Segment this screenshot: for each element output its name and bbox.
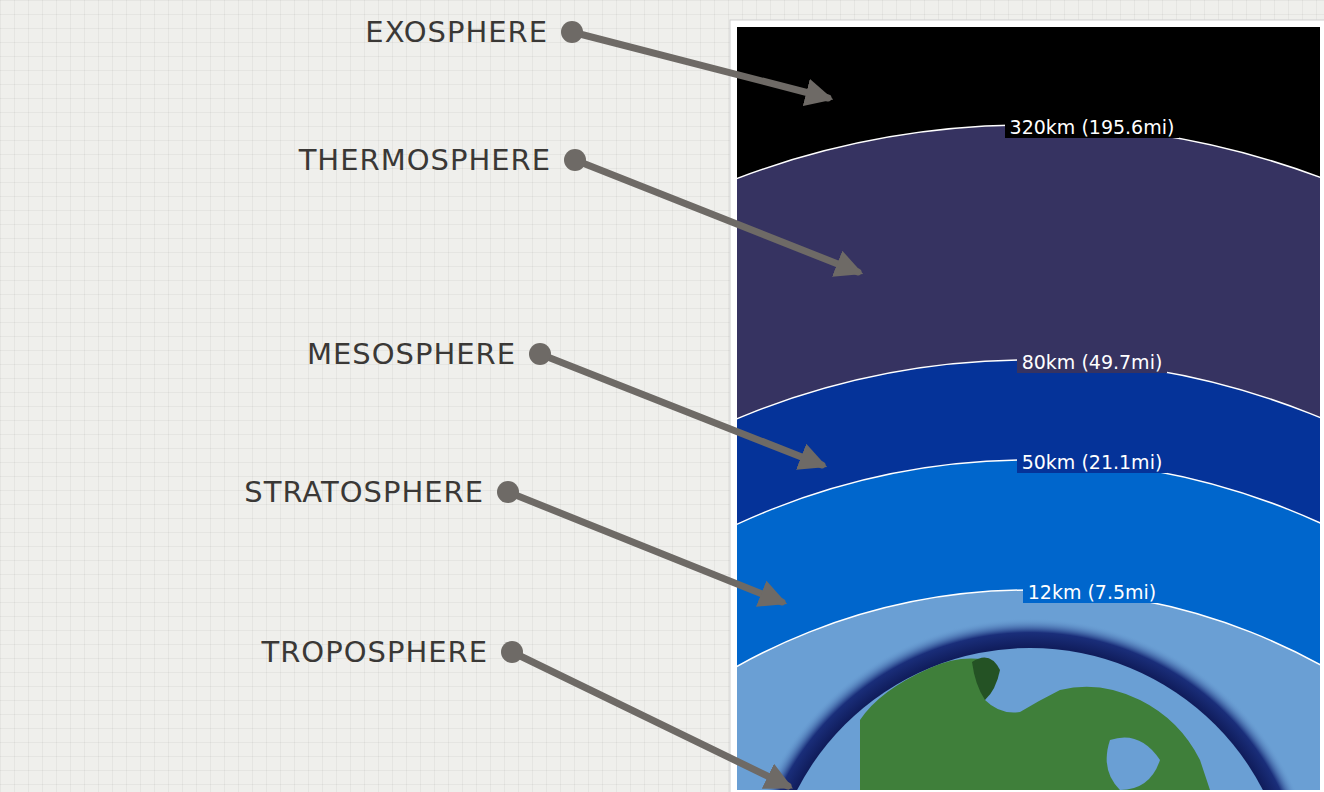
earth-ocean	[768, 648, 1292, 790]
leader-dot	[497, 481, 519, 503]
altitude-label: 320km (195.6mi)	[1005, 116, 1180, 138]
leader-arrow	[508, 492, 782, 602]
earth-land	[860, 659, 1210, 790]
layer-name: STRATOSPHERE	[244, 475, 484, 509]
altitude-label: 50km (21.1mi)	[1017, 451, 1168, 473]
layer-name: TROPOSPHERE	[261, 635, 488, 669]
stratosphere-band	[737, 460, 1320, 790]
mesosphere-band	[737, 360, 1320, 790]
layer-name: MESOSPHERE	[307, 337, 516, 371]
layer-name: THERMOSPHERE	[299, 143, 551, 177]
earth-rim	[738, 618, 1320, 790]
leader-dot	[561, 21, 583, 43]
leader-dot	[501, 641, 523, 663]
altitude-label: 80km (49.7mi)	[1017, 351, 1168, 373]
troposphere-band	[737, 590, 1320, 790]
leader-arrow	[512, 652, 788, 786]
leader-arrow	[572, 32, 828, 98]
leader-dot	[564, 149, 586, 171]
layer-name: EXOSPHERE	[365, 15, 548, 49]
earth-lake	[1107, 738, 1160, 791]
leader-arrow	[540, 354, 822, 465]
altitude-label: 12km (7.5mi)	[1023, 581, 1162, 603]
leader-arrow	[575, 160, 858, 272]
leader-dot	[529, 343, 551, 365]
earth-land-shadow	[972, 658, 1000, 701]
